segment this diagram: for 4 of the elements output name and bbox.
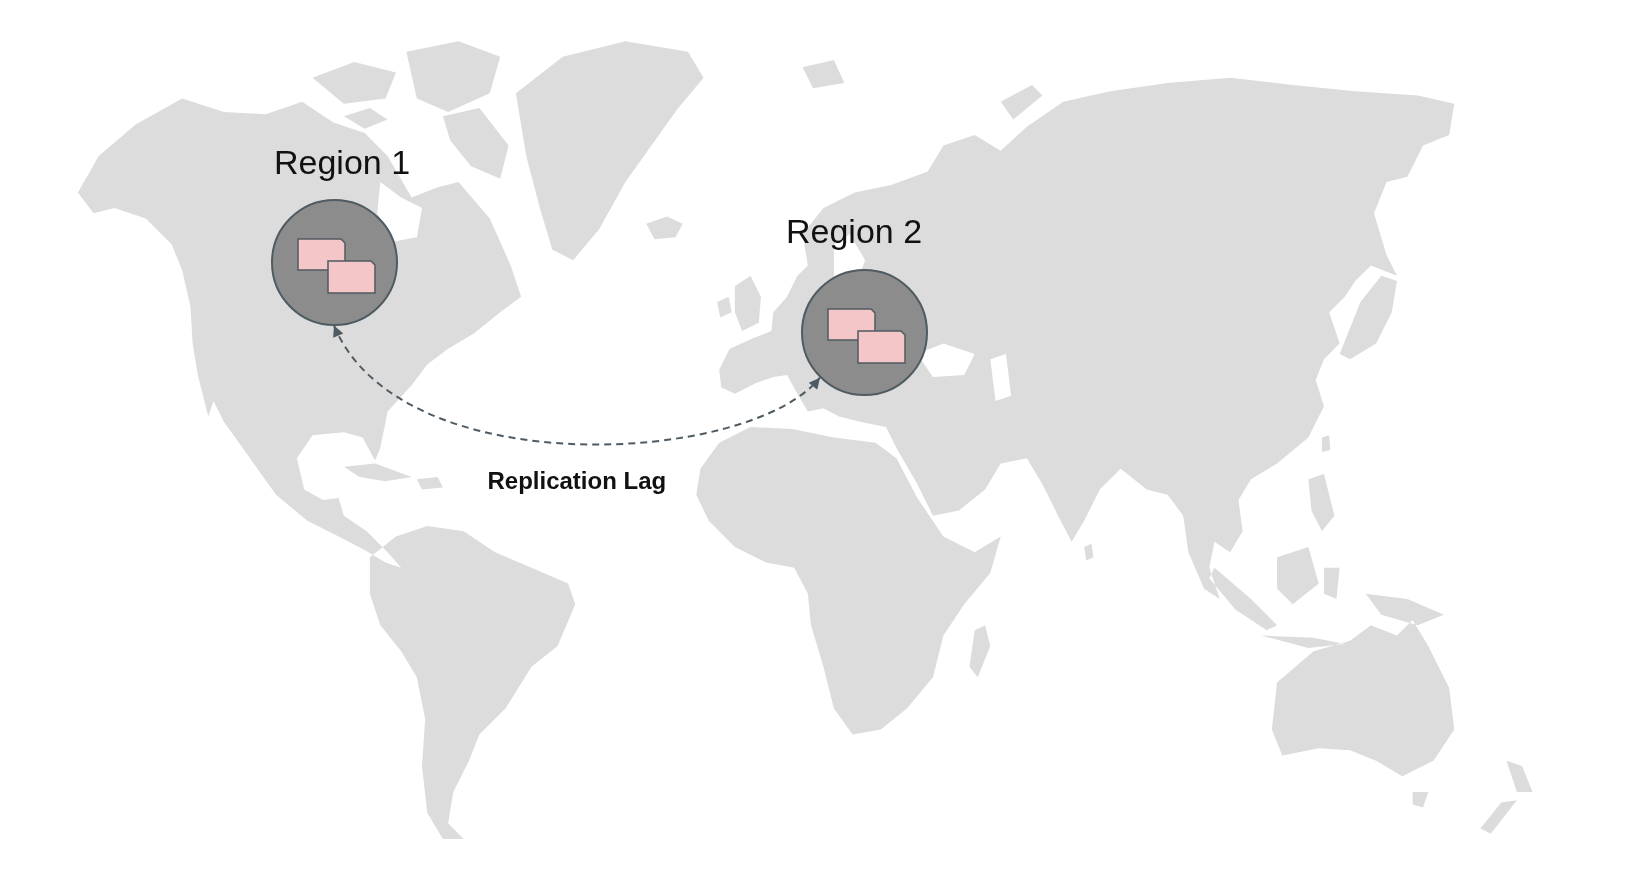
edge-label: Replication Lag: [487, 467, 667, 495]
region-heading: Region 1: [274, 143, 411, 182]
region-heading: Region 2: [786, 212, 923, 251]
dashed-arrow: [333, 324, 821, 446]
